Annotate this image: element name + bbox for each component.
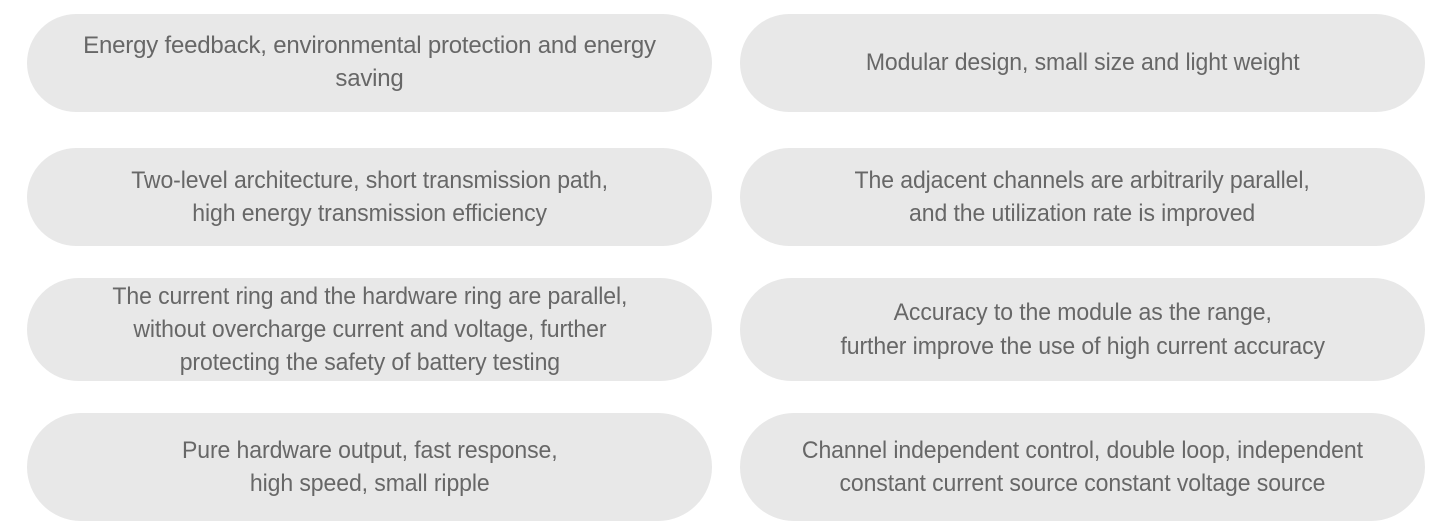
feature-pill-text: Two-level architecture, short transmissi… bbox=[131, 166, 608, 227]
feature-pill-pure-hardware-output: Pure hardware output, fast response, hig… bbox=[27, 413, 712, 521]
feature-pill-channel-independent-control: Channel independent control, double loop… bbox=[740, 413, 1425, 521]
feature-pill-accuracy-to-module: Accuracy to the module as the range, fur… bbox=[740, 278, 1425, 381]
feature-pill-adjacent-channels-parallel: The adjacent channels are arbitrarily pa… bbox=[740, 148, 1425, 246]
feature-pill-text: The current ring and the hardware ring a… bbox=[112, 282, 627, 377]
feature-pill-current-ring-hardware-ring: The current ring and the hardware ring a… bbox=[27, 278, 712, 381]
feature-pill-modular-design: Modular design, small size and light wei… bbox=[740, 14, 1425, 112]
feature-pill-text: Accuracy to the module as the range, fur… bbox=[840, 299, 1325, 360]
feature-pill-text: The adjacent channels are arbitrarily pa… bbox=[854, 166, 1311, 227]
feature-pill-text: Energy feedback, environmental protectio… bbox=[83, 32, 656, 92]
feature-pill-two-level-architecture: Two-level architecture, short transmissi… bbox=[27, 148, 712, 246]
feature-pill-energy-feedback: Energy feedback, environmental protectio… bbox=[27, 14, 712, 112]
feature-pill-text: Modular design, small size and light wei… bbox=[865, 49, 1300, 77]
feature-pill-text: Pure hardware output, fast response, hig… bbox=[181, 436, 558, 497]
feature-pill-text: Channel independent control, double loop… bbox=[801, 436, 1364, 497]
